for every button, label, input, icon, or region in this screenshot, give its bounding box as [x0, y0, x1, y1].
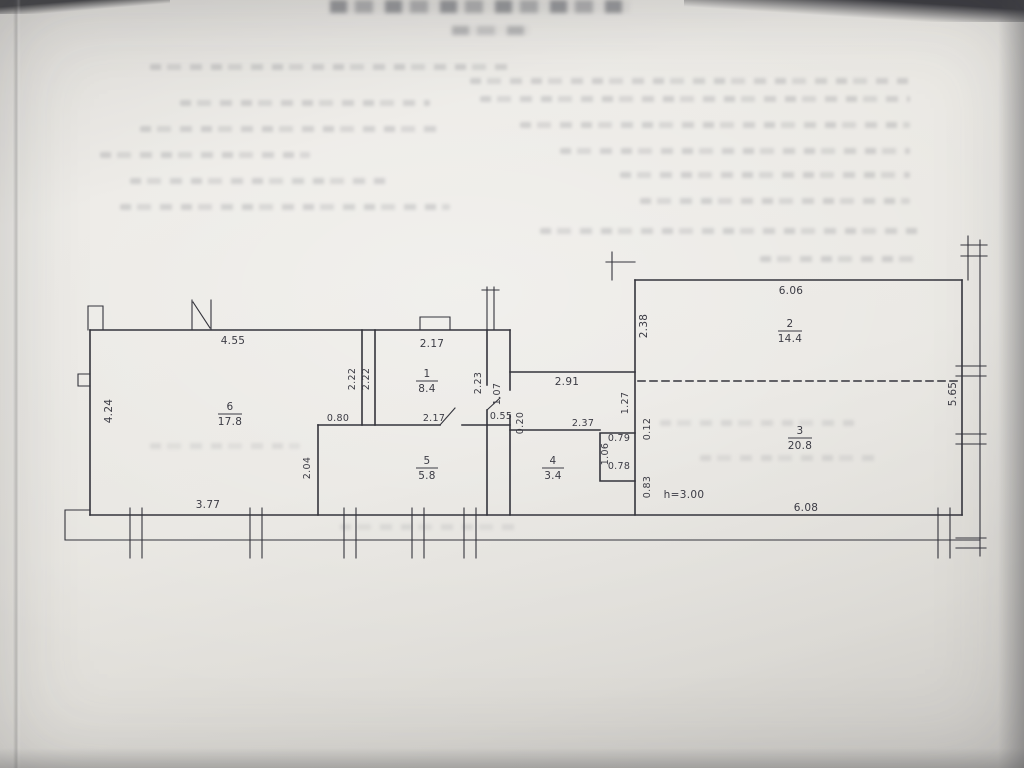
paper-edge-shadow [998, 0, 1024, 768]
bleed-through-text [130, 178, 390, 184]
dim-room6-left: 4.24 [103, 399, 115, 424]
photo-background-corner [0, 0, 170, 14]
bleed-through-text [470, 78, 910, 84]
dim-room5-offset: 0.80 [327, 413, 349, 424]
dim-room1-top: 2.17 [420, 338, 445, 350]
bleed-through-text [640, 198, 910, 204]
bleed-through-text [620, 172, 910, 178]
dim-room1-right: 2.23 [473, 372, 484, 394]
paper-crease [13, 0, 21, 768]
bleed-through-text [150, 64, 510, 70]
bleed-through-text [150, 443, 300, 449]
room-1-number: 1 [424, 368, 431, 380]
dim-room5-left: 2.04 [302, 457, 313, 479]
cut-off-handwriting [452, 26, 530, 35]
dim-room5-top: 2.17 [423, 413, 445, 424]
bleed-through-text [480, 96, 910, 102]
note-ceiling-height: h=3.00 [664, 489, 705, 501]
room-5-number: 5 [424, 455, 431, 467]
dim-recess-height: 2.38 [638, 314, 650, 339]
dim-shaft-left: 1.06 [600, 443, 611, 465]
dim-room6-top: 4.55 [221, 335, 246, 347]
bleed-through-text [760, 256, 920, 262]
dim-room1-left-inner: 2.22 [347, 368, 358, 390]
bleed-through-text [140, 126, 440, 132]
room-2-number: 2 [787, 318, 794, 330]
dim-shaft-above: 1.27 [620, 392, 631, 414]
room-2-area: 14.4 [778, 333, 803, 345]
dim-room6-bottom: 3.77 [196, 499, 221, 511]
dim-room4-top: 2.37 [572, 418, 594, 429]
room-3-area: 20.8 [788, 440, 813, 452]
bleed-through-text [100, 152, 310, 158]
dim-shaft-jog: 0.12 [642, 418, 653, 440]
room-5-area: 5.8 [418, 470, 436, 482]
dim-room1-left-outer: 2.22 [361, 368, 372, 390]
bleed-through-text [540, 228, 920, 234]
dim-wall-jog: 0.20 [515, 412, 526, 434]
window-and-break-symbols [64, 235, 988, 559]
room-6-number: 6 [227, 401, 234, 413]
room-6-area: 17.8 [218, 416, 243, 428]
dim-corridor-right: 1.07 [492, 383, 503, 405]
photo-background-corner [684, 0, 1024, 22]
walls [89, 279, 963, 516]
bleed-through-text [700, 455, 880, 461]
dim-room3-bottom: 6.08 [794, 502, 819, 514]
room-labels: 6 17.8 1 8.4 5 5.8 4 3.4 2 14.4 3 20.8 [218, 318, 813, 482]
dim-recess-width: 2.91 [555, 376, 580, 388]
dimension-labels: 4.55 2.17 6.06 2.91 0.80 2.17 0.55 2.37 … [103, 285, 959, 514]
dim-shaft-top: 0.79 [608, 433, 630, 444]
dim-room2-top: 6.06 [779, 285, 804, 297]
paper-edge-shadow [0, 748, 1024, 768]
room-4-number: 4 [550, 455, 557, 467]
bleed-through-text [660, 420, 860, 426]
cut-off-handwriting [330, 0, 630, 13]
dim-door-width: 0.55 [490, 411, 512, 422]
bleed-through-text [120, 204, 450, 210]
bleed-through-text [180, 100, 430, 106]
dim-shaft-below: 0.83 [642, 476, 653, 498]
bleed-through-text [520, 122, 910, 128]
room-3-number: 3 [797, 425, 804, 437]
bleed-through-text [340, 524, 520, 530]
bleed-through-text [560, 148, 910, 154]
dim-right-wall: 5.65 [947, 382, 959, 407]
room-1-area: 8.4 [418, 383, 436, 395]
dim-shaft-bottom: 0.78 [608, 461, 630, 472]
room-4-area: 3.4 [544, 470, 562, 482]
